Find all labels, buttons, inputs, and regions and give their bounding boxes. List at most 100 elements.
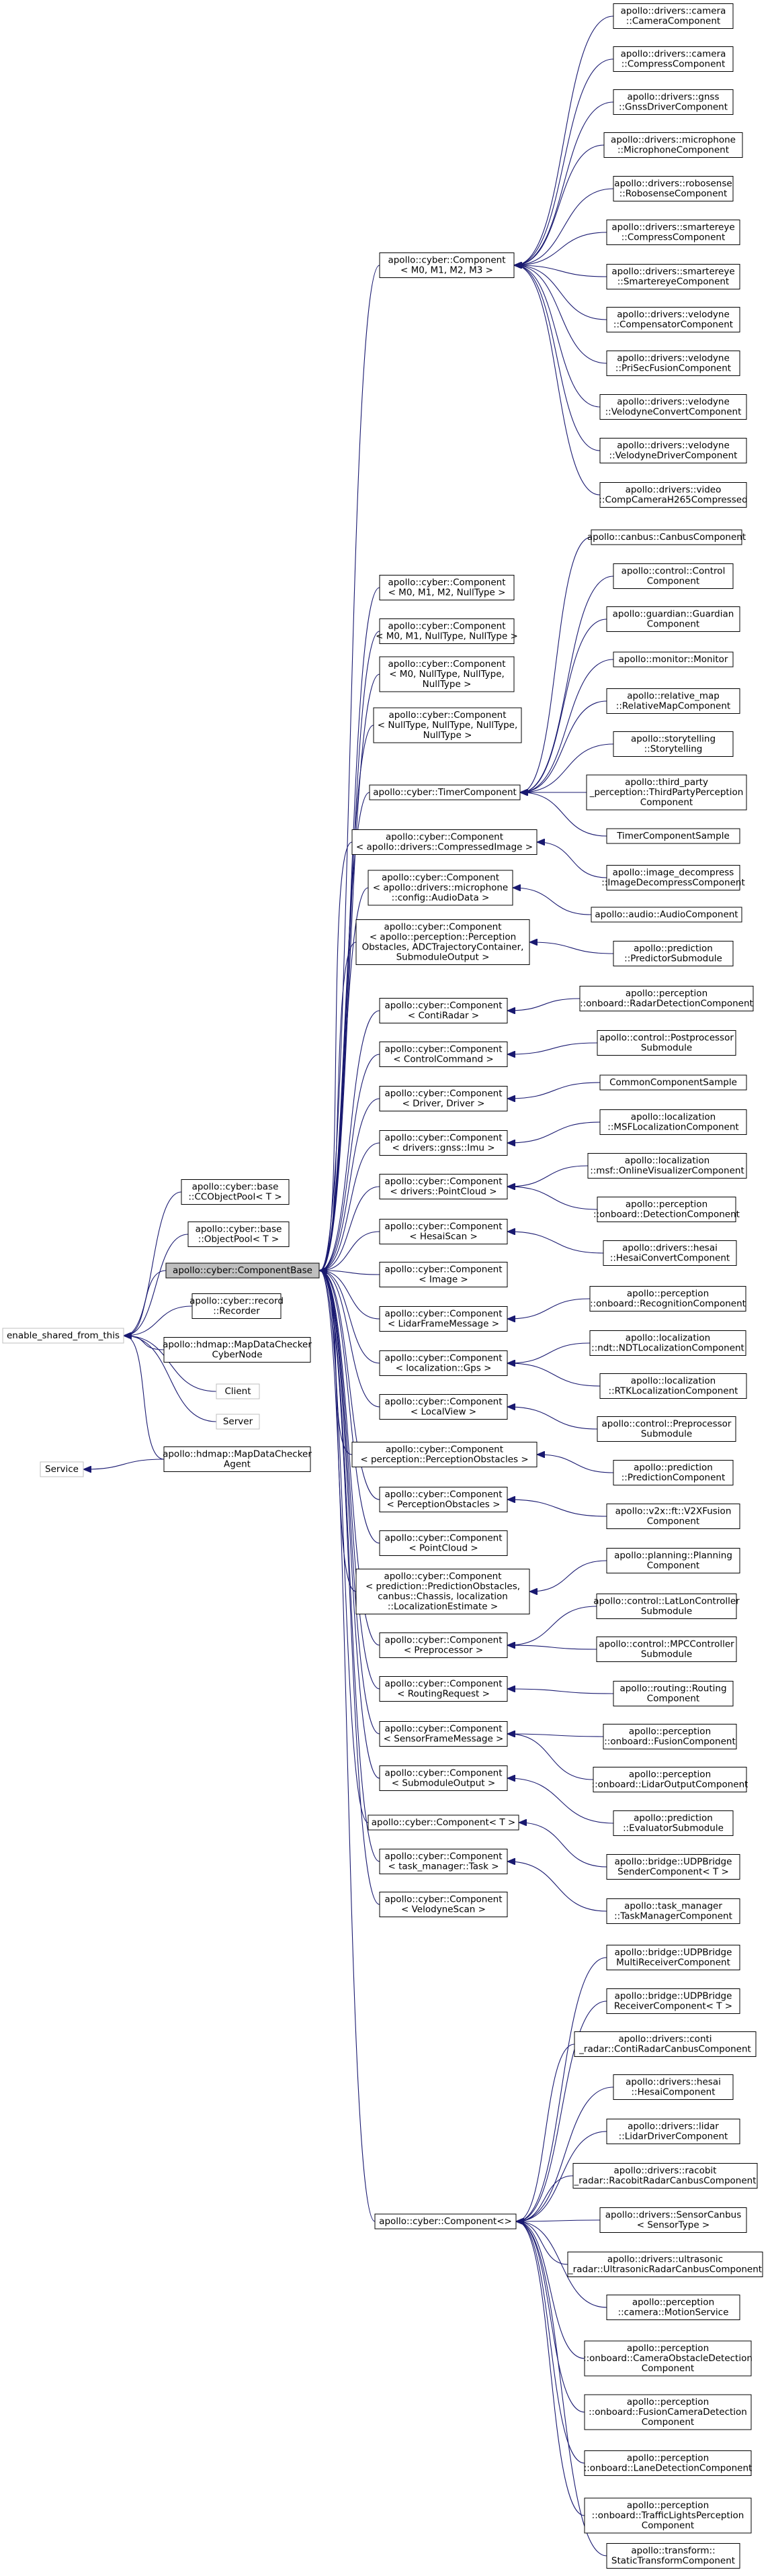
class-node-r-imgdec[interactable]: apollo::image_decompress::ImageDecompres…	[601, 865, 745, 890]
class-node-clocal[interactable]: apollo::cyber::Component< LocalView >	[379, 1394, 508, 1420]
class-node-r-detect[interactable]: apollo::perception::onboard::DetectionCo…	[593, 1197, 740, 1222]
class-node-r-traffic[interactable]: apollo::perception::onboard::TrafficLigh…	[584, 2497, 752, 2534]
class-node-r-camobs[interactable]: apollo::perception::onboard::CameraObsta…	[583, 2340, 753, 2377]
class-node-caudio[interactable]: apollo::cyber::Component< apollo::driver…	[368, 870, 513, 906]
class-node-cgps[interactable]: apollo::cyber::Component< localization::…	[379, 1350, 508, 1376]
class-node-cvelo[interactable]: apollo::cyber::Component< VelodyneScan >	[379, 1892, 508, 1917]
class-node-r-radar[interactable]: apollo::perception::onboard::RadarDetect…	[579, 986, 754, 1011]
class-node-c0n[interactable]: apollo::cyber::Component< NullType, Null…	[373, 707, 522, 743]
class-node-clidar[interactable]: apollo::cyber::Component< LidarFrameMess…	[379, 1306, 508, 1332]
class-node-r-story[interactable]: apollo::storytelling::Storytelling	[613, 731, 734, 757]
class-node-r-video[interactable]: apollo::drivers::video::CompCameraH265Co…	[599, 482, 748, 508]
class-node-r-third[interactable]: apollo::third_party_perception::ThirdPar…	[586, 774, 747, 811]
class-node-r-taskmgr[interactable]: apollo::task_manager::TaskManagerCompone…	[606, 1898, 740, 1924]
class-node-r-relmap[interactable]: apollo::relative_map::RelativeMapCompone…	[606, 688, 740, 714]
class-node-croute[interactable]: apollo::cyber::Component< RoutingRequest…	[379, 1676, 508, 1702]
class-node-cperc[interactable]: apollo::cyber::Component< apollo::percep…	[355, 919, 530, 965]
class-node-cdrv[interactable]: apollo::cyber::Component< Driver, Driver…	[379, 1086, 508, 1111]
class-node-r-udpmulti[interactable]: apollo::bridge::UDPBridgeMultiReceiverCo…	[606, 1945, 740, 1970]
class-node-r-hesai[interactable]: apollo::drivers::hesai::HesaiComponent	[613, 2074, 734, 2100]
class-node-cpcloud[interactable]: apollo::cyber::Component< PointCloud >	[379, 1530, 508, 1556]
class-node-c3[interactable]: apollo::cyber::Component< M0, M1, M2, Nu…	[379, 575, 515, 600]
class-node-server[interactable]: Server	[216, 1414, 260, 1430]
class-node-r-canbus[interactable]: apollo::canbus::CanbusComponent	[587, 529, 746, 545]
class-node-r-vcomp[interactable]: apollo::drivers::velodyne::CompensatorCo…	[606, 307, 740, 332]
class-node-opool[interactable]: apollo::cyber::base::ObjectPool< T >	[187, 1222, 290, 1247]
class-node-r-cam[interactable]: apollo::drivers::camera::CameraComponent	[613, 3, 734, 29]
class-node-r-monitor[interactable]: apollo::monitor::Monitor	[613, 651, 734, 668]
class-node-r-vdrv[interactable]: apollo::drivers::velodyne::VelodyneDrive…	[599, 438, 747, 463]
class-node-ccimg[interactable]: apollo::cyber::Component< apollo::driver…	[351, 829, 538, 855]
class-node-r-static[interactable]: apollo::transform::StaticTransformCompon…	[606, 2543, 740, 2569]
class-node-cpc[interactable]: apollo::cyber::Component< drivers::Point…	[379, 1174, 508, 1199]
class-node-r-recog[interactable]: apollo::perception::onboard::Recognition…	[589, 1286, 746, 1312]
class-node-ctask[interactable]: apollo::cyber::Component< task_manager::…	[379, 1849, 508, 1874]
class-node-cconti[interactable]: apollo::cyber::Component< ContiRadar >	[379, 998, 508, 1023]
class-node-r-vconv[interactable]: apollo::drivers::velodyne::VelodyneConve…	[599, 394, 747, 420]
class-node-c2[interactable]: apollo::cyber::Component< M0, M1, NullTy…	[376, 618, 518, 644]
class-node-cpobs[interactable]: apollo::cyber::Component< perception::Pe…	[351, 1442, 538, 1467]
class-node-r-mic[interactable]: apollo::drivers::microphone::MicrophoneC…	[603, 132, 743, 158]
class-node-r-vpri[interactable]: apollo::drivers::velodyne::PriSecFusionC…	[606, 351, 740, 376]
class-node-chesai[interactable]: apollo::cyber::Component< HesaiScan >	[379, 1219, 508, 1244]
class-node-r-robo[interactable]: apollo::drivers::robosense::RobosenseCom…	[613, 176, 734, 201]
class-node-r-racobit[interactable]: apollo::drivers::racobit_radar::RacobitR…	[572, 2163, 758, 2189]
class-node-esft[interactable]: enable_shared_from_this	[2, 1328, 124, 1344]
class-node-r-evalsub[interactable]: apollo::prediction::EvaluatorSubmodule	[613, 1810, 734, 1836]
class-node-cimage[interactable]: apollo::cyber::Component< Image >	[379, 1262, 508, 1287]
class-node-r-camcomp[interactable]: apollo::drivers::camera::CompressCompone…	[613, 46, 734, 72]
class-node-r-contican[interactable]: apollo::drivers::conti_radar::ContiRadar…	[574, 2031, 757, 2057]
class-node-client[interactable]: Client	[216, 1383, 260, 1399]
class-node-r-pred[interactable]: apollo::prediction::PredictionComponent	[613, 1460, 734, 1485]
class-node-r-msf[interactable]: apollo::localization::MSFLocalizationCom…	[599, 1109, 747, 1135]
class-node-service[interactable]: Service	[40, 1461, 84, 1477]
class-node-r-audio[interactable]: apollo::audio::AudioComponent	[591, 907, 742, 923]
class-node-cpred[interactable]: apollo::cyber::Component< prediction::Pr…	[355, 1569, 530, 1614]
class-node-r-ndt[interactable]: apollo::localization::ndt::NDTLocalizati…	[589, 1330, 746, 1356]
class-node-r-sensorcan[interactable]: apollo::drivers::SensorCanbus< SensorTyp…	[599, 2207, 747, 2233]
class-node-r-onlinevis[interactable]: apollo::localization::msf::OnlineVisuali…	[587, 1153, 747, 1179]
class-node-r-lane[interactable]: apollo::perception::onboard::LaneDetecti…	[584, 2450, 753, 2476]
class-node-r-gnss[interactable]: apollo::drivers::gnss::GnssDriverCompone…	[613, 89, 734, 115]
class-node-r-common[interactable]: CommonComponentSample	[599, 1074, 747, 1091]
class-node-cempty[interactable]: apollo::cyber::Component<>	[374, 2213, 517, 2229]
class-node-r-lidardrv[interactable]: apollo::drivers::lidar::LidarDriverCompo…	[606, 2119, 740, 2144]
class-node-r-udprecv[interactable]: apollo::bridge::UDPBridgeReceiverCompone…	[606, 1988, 740, 2014]
class-node-r-fusioncam[interactable]: apollo::perception::onboard::FusionCamer…	[584, 2394, 752, 2430]
class-node-timer[interactable]: apollo::cyber::TimerComponent	[369, 784, 521, 800]
class-node-r-ultra[interactable]: apollo::drivers::ultrasonic_radar::Ultra…	[567, 2252, 763, 2277]
class-node-r-predsub[interactable]: apollo::prediction::PredictorSubmodule	[613, 941, 734, 966]
class-node-r-udpsender[interactable]: apollo::bridge::UDPBridgeSenderComponent…	[606, 1854, 740, 1880]
class-node-r-smcomp[interactable]: apollo::drivers::smartereye::CompressCom…	[606, 220, 740, 245]
class-node-r-hesaiconv[interactable]: apollo::drivers::hesai::HesaiConvertComp…	[603, 1240, 737, 1266]
class-node-r-fusion[interactable]: apollo::perception::onboard::FusionCompo…	[603, 1724, 737, 1749]
class-node-ccpool[interactable]: apollo::cyber::base::CCObjectPool< T >	[181, 1179, 290, 1205]
class-node-cbase[interactable]: apollo::cyber::ComponentBase	[165, 1262, 320, 1279]
class-node-cpobs2[interactable]: apollo::cyber::Component< PerceptionObst…	[379, 1487, 508, 1512]
class-node-csub[interactable]: apollo::cyber::Component< SubmoduleOutpu…	[379, 1765, 508, 1791]
class-node-c1[interactable]: apollo::cyber::Component< M0, NullType, …	[379, 656, 515, 692]
class-node-recorder[interactable]: apollo::cyber::record::Recorder	[189, 1293, 284, 1319]
class-node-r-sm[interactable]: apollo::drivers::smartereye::SmartereyeC…	[606, 264, 740, 289]
class-node-c4[interactable]: apollo::cyber::Component< M0, M1, M2, M3…	[379, 252, 515, 278]
class-node-cpre[interactable]: apollo::cyber::Component< Preprocessor >	[379, 1632, 508, 1658]
class-node-cimu[interactable]: apollo::cyber::Component< drivers::gnss:…	[379, 1130, 508, 1156]
class-node-cctrl[interactable]: apollo::cyber::Component< ControlCommand…	[379, 1042, 508, 1067]
class-node-ct[interactable]: apollo::cyber::Component< T >	[368, 1814, 519, 1831]
class-node-csensor[interactable]: apollo::cyber::Component< SensorFrameMes…	[379, 1721, 508, 1747]
class-node-r-timersample[interactable]: TimerComponentSample	[606, 828, 740, 844]
class-node-r-rtk[interactable]: apollo::localization::RTKLocalizationCom…	[599, 1373, 747, 1399]
class-node-r-lidarout[interactable]: apollo::perception::onboard::LidarOutput…	[592, 1767, 748, 1792]
class-node-r-latlon[interactable]: apollo::control::LatLonControllerSubmodu…	[593, 1594, 740, 1619]
class-node-r-motion[interactable]: apollo::perception::camera::MotionServic…	[606, 2295, 740, 2320]
